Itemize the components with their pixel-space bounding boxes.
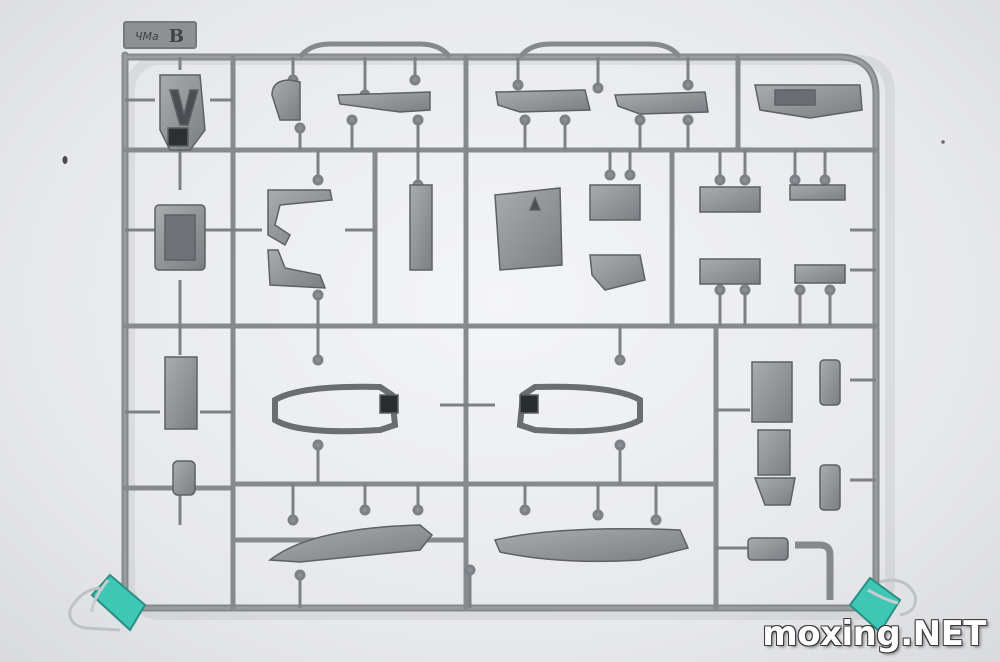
binder-clip-left	[68, 573, 147, 632]
sprue-tag-maker: ЧMa	[135, 29, 159, 43]
sprue-tag: ЧMa B	[127, 25, 193, 47]
sprue-tag-letter: B	[168, 25, 184, 47]
watermark-text: moxing.NET	[762, 614, 986, 654]
binder-clip-right	[848, 576, 917, 634]
